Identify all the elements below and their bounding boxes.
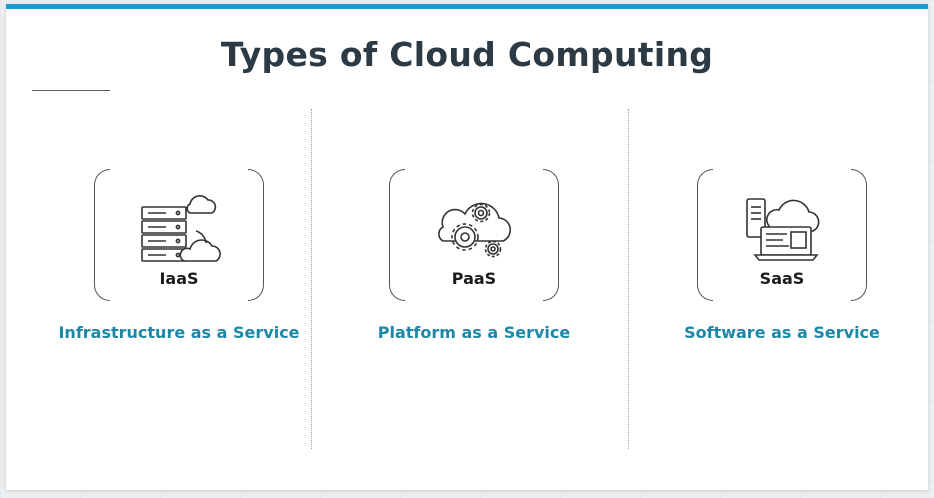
- slide: Types of Cloud Computing IaaS Infras: [6, 4, 928, 490]
- service-card-paas: PaaS Platform as a Service: [344, 169, 604, 342]
- service-label: Software as a Service: [684, 323, 880, 342]
- service-card-iaas: IaaS Infrastructure as a Service: [49, 169, 309, 342]
- column-divider: [628, 109, 629, 449]
- service-frame: PaaS: [389, 169, 559, 301]
- service-abbr: IaaS: [159, 269, 199, 288]
- service-abbr: PaaS: [451, 269, 497, 288]
- service-frame: SaaS: [697, 169, 867, 301]
- cloud-gears-icon: [438, 202, 512, 258]
- column-divider: [311, 109, 312, 449]
- service-label: Infrastructure as a Service: [58, 323, 300, 342]
- slide-title: Types of Cloud Computing: [220, 35, 714, 74]
- title-underline: [32, 90, 110, 91]
- cloud-devices-icon: [746, 198, 820, 261]
- server-cloud-icon: [141, 195, 221, 262]
- service-card-saas: SaaS Software as a Service: [652, 169, 912, 342]
- service-frame: IaaS: [94, 169, 264, 301]
- service-abbr: SaaS: [759, 269, 805, 288]
- service-label: Platform as a Service: [377, 323, 571, 342]
